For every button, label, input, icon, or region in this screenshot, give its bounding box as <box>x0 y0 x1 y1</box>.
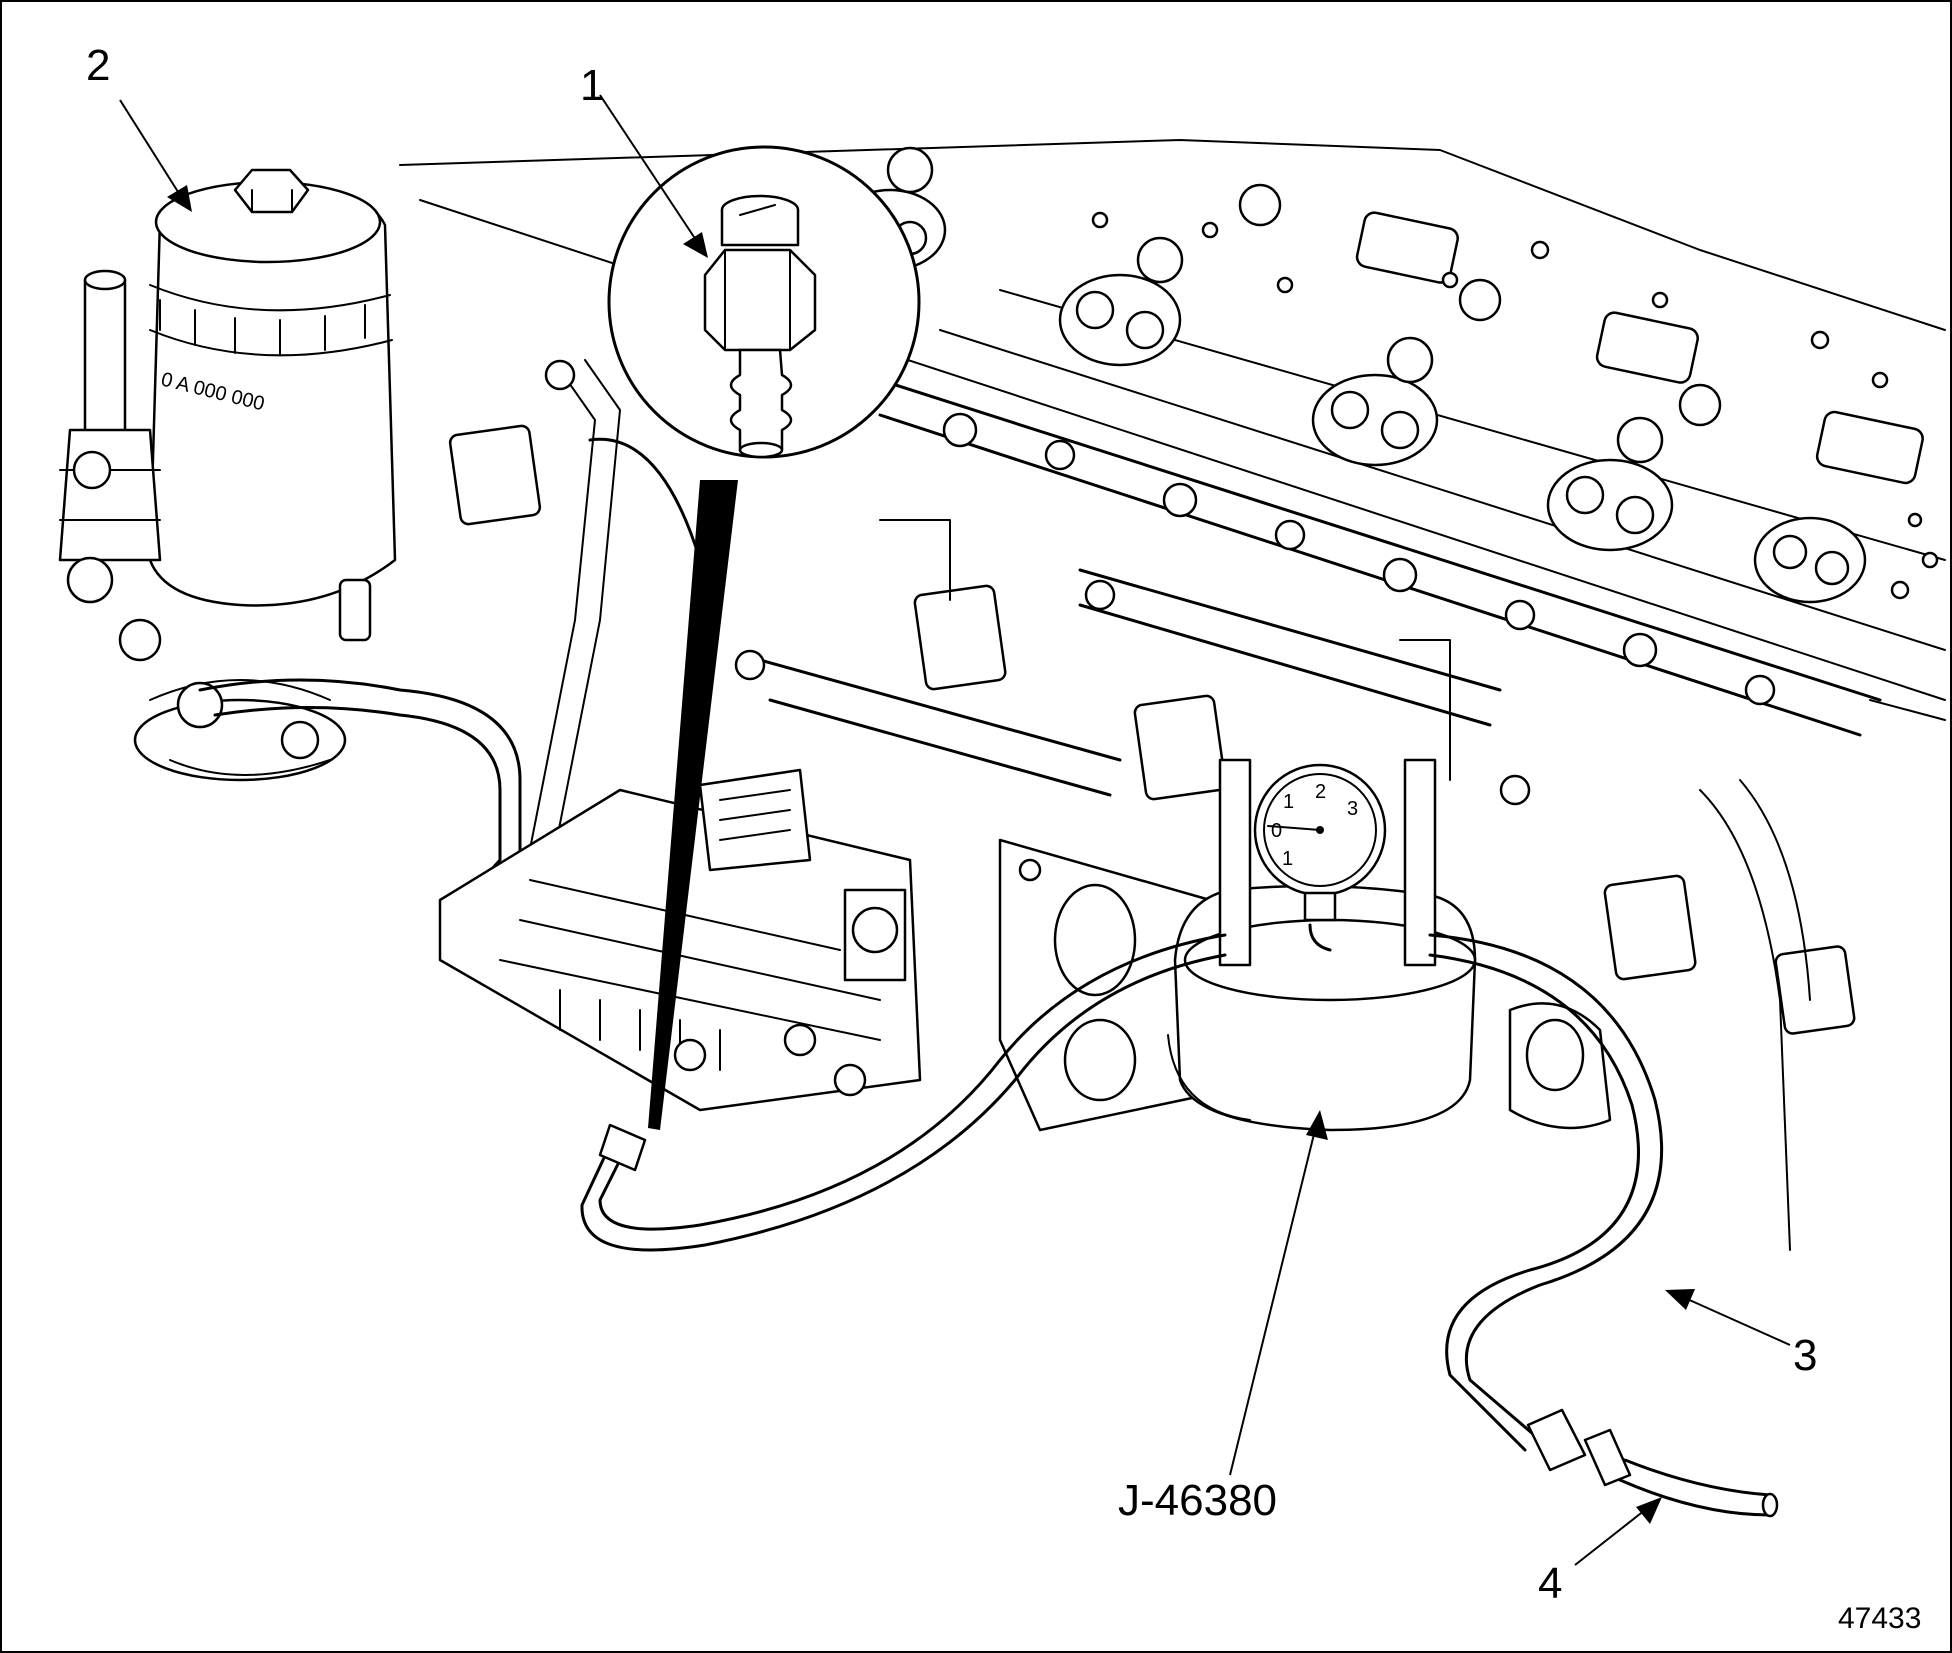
cylinder-head <box>399 139 1946 737</box>
fuel-lines <box>198 359 702 922</box>
gauge-tick-2: 2 <box>1315 781 1326 803</box>
gauge-tick-3: 3 <box>1347 798 1358 820</box>
manifold-flange <box>998 779 1811 1251</box>
injectors <box>448 424 1856 1035</box>
callout-2: 2 <box>86 41 110 90</box>
leader-arrows <box>119 94 1791 1566</box>
callout-1: 1 <box>580 61 604 110</box>
fuel-filter-housing: 0 A 000 000 <box>58 168 397 782</box>
zoom-detail <box>607 145 921 1130</box>
gauge-tick-1-lower: 1 <box>1282 848 1293 870</box>
callout-3: 3 <box>1793 1331 1817 1380</box>
gauge-hose <box>580 933 1779 1518</box>
figure-number: 47433 <box>1838 1602 1921 1635</box>
gauge-tick-0: 0 <box>1271 820 1282 842</box>
tool-label-j46380: J-46380 <box>1118 1476 1277 1525</box>
gauge-tick-1-upper: 1 <box>1283 791 1294 813</box>
tool-j46380 <box>1167 758 1477 1132</box>
valve-ports <box>833 146 1867 604</box>
callout-4: 4 <box>1538 1559 1562 1608</box>
